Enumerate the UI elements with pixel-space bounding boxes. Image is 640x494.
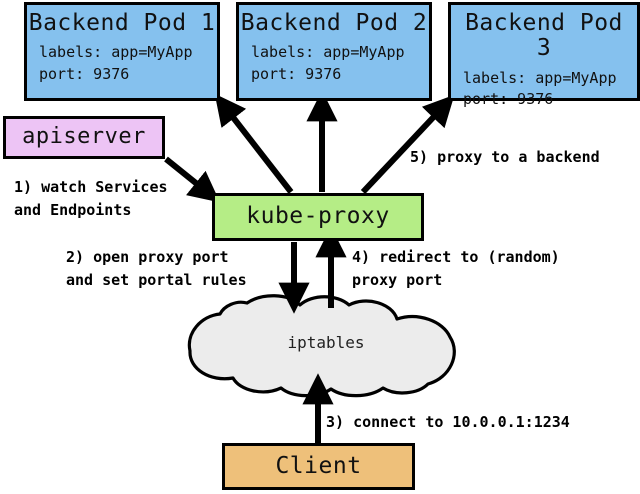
- backend-pod-3-labels: labels: app=MyApp: [463, 68, 617, 87]
- step-2-label: 2) open proxy port and set portal rules: [66, 248, 247, 289]
- kube-proxy-label: kube-proxy: [246, 203, 390, 230]
- backend-pod-2-port: port: 9376: [251, 65, 342, 84]
- arrow-kubeproxy-to-pod-3: [360, 94, 455, 195]
- backend-pod-1-box: Backend Pod 1 labels: app=MyApp port: 93…: [24, 2, 220, 101]
- backend-pod-3-box: Backend Pod 3 labels: app=MyApp port: 93…: [448, 2, 640, 108]
- backend-pod-3-port: port: 9376: [463, 90, 554, 109]
- step-5-label: 5) proxy to a backend: [410, 148, 600, 166]
- arrow-apiserver-to-kubeproxy: [164, 156, 221, 203]
- backend-pod-3-title: Backend Pod 3: [465, 10, 623, 62]
- iptables-cloud: [187, 294, 456, 398]
- step-3-label: 3) connect to 10.0.0.1:1234: [326, 413, 570, 431]
- backend-pod-1-labels: labels: app=MyApp: [39, 43, 193, 62]
- backend-pod-2-title: Backend Pod 2: [240, 10, 428, 36]
- backend-pod-1-title: Backend Pod 1: [28, 10, 216, 36]
- backend-pod-2-box: Backend Pod 2 labels: app=MyApp port: 93…: [236, 2, 432, 101]
- backend-pod-2-labels: labels: app=MyApp: [251, 43, 405, 62]
- step-1-label: 1) watch Services and Endpoints: [14, 178, 168, 219]
- arrow-kubeproxy-to-pod-1: [214, 93, 294, 194]
- apiserver-box: apiserver: [3, 116, 165, 159]
- backend-pod-1-port: port: 9376: [39, 65, 130, 84]
- kube-proxy-box: kube-proxy: [212, 193, 424, 241]
- client-label: Client: [275, 452, 362, 479]
- client-box: Client: [222, 443, 415, 490]
- step-4-label: 4) redirect to (random) proxy port: [352, 248, 560, 289]
- apiserver-label: apiserver: [22, 124, 146, 150]
- iptables-label: iptables: [287, 333, 365, 352]
